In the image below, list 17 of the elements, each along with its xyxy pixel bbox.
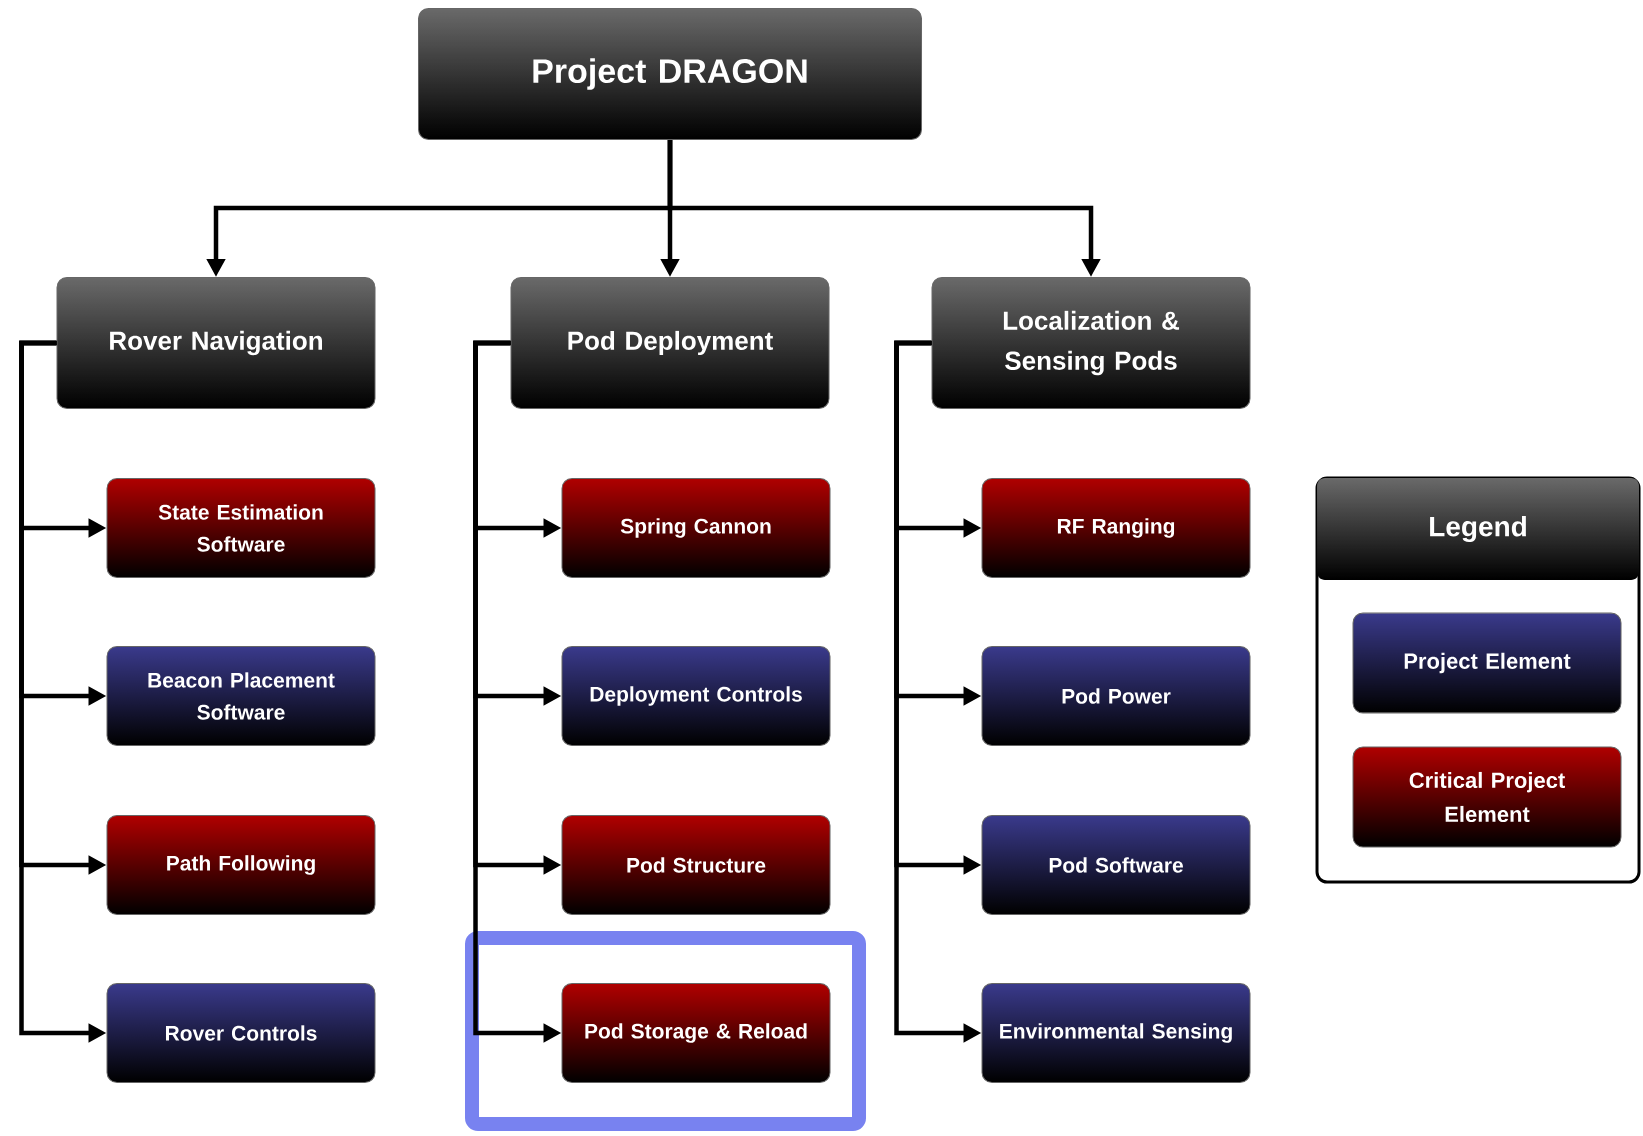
element-box: Pod Software: [981, 815, 1251, 915]
element-box: Path Following: [106, 815, 376, 915]
element-box: Environmental Sensing: [981, 983, 1251, 1083]
group-box: Rover Navigation: [56, 277, 376, 409]
element-box: Rover Controls: [106, 983, 376, 1083]
element-box: Beacon Placement Software: [106, 646, 376, 746]
element-box: State Estimation Software: [106, 478, 376, 578]
element-box: Deployment Controls: [561, 646, 831, 746]
element-box: Pod Power: [981, 646, 1251, 746]
element-box: Pod Structure: [561, 815, 831, 915]
project-box: Project DRAGON: [418, 8, 922, 140]
element-box: Spring Cannon: [561, 478, 831, 578]
legend-header: Legend: [1430, 515, 1526, 543]
element-box: Pod Storage & Reload: [561, 983, 831, 1083]
group-box: Localization & Sensing Pods: [931, 277, 1251, 409]
element-box: RF Ranging: [981, 478, 1251, 578]
group-box: Pod Deployment: [510, 277, 830, 409]
